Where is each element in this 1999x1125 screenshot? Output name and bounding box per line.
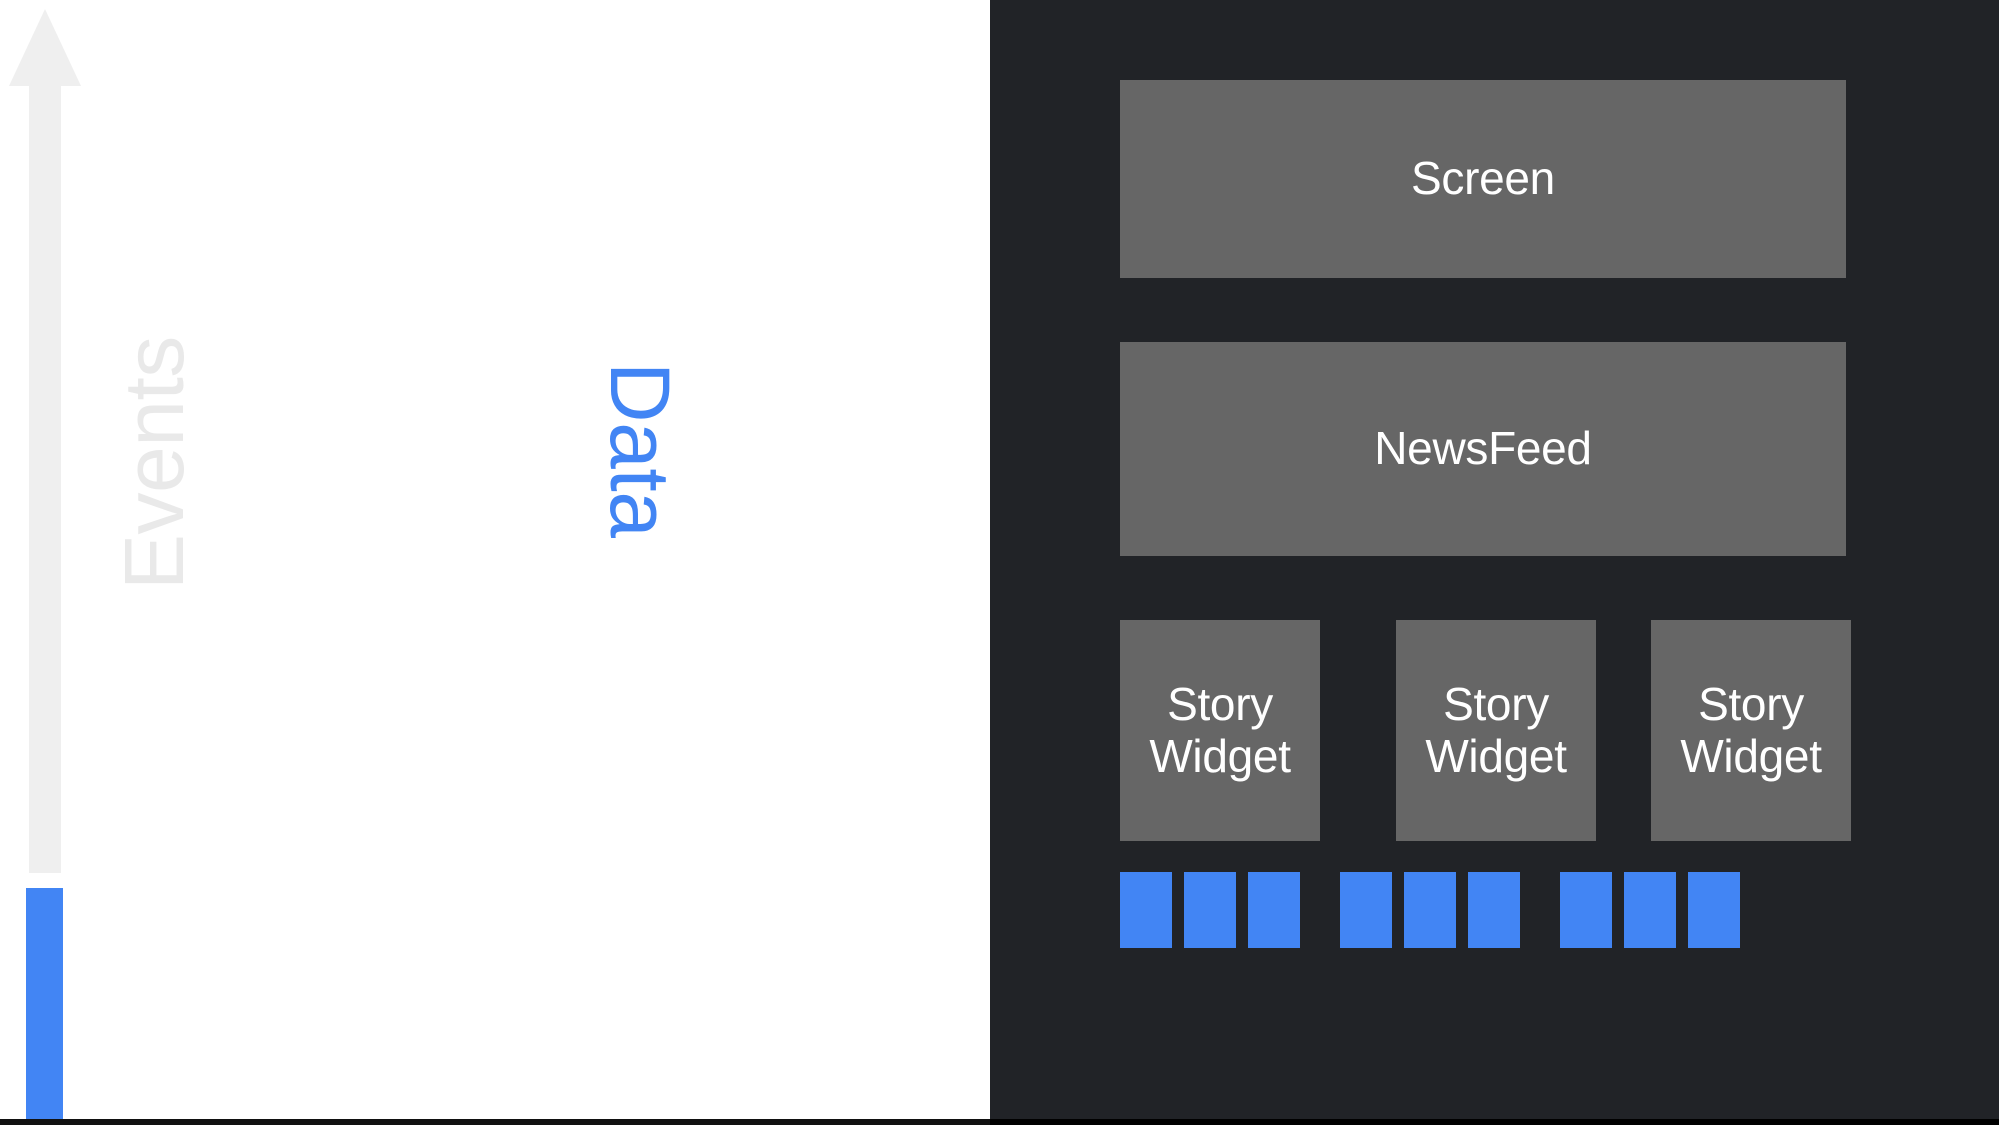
- story-bar: [1184, 872, 1236, 948]
- story-widget-bar-group: [1340, 872, 1520, 948]
- story-widget-bar-group: [1120, 872, 1300, 948]
- events-label: Events: [107, 336, 201, 590]
- story-bar: [1120, 872, 1172, 948]
- story-bar: [1624, 872, 1676, 948]
- events-arrow-icon: [9, 9, 81, 873]
- story-widget-label: Story Widget: [1149, 677, 1291, 782]
- left-panel: Events Data: [0, 0, 990, 1125]
- screen-box: Screen: [1120, 80, 1846, 278]
- newsfeed-box: NewsFeed: [1120, 342, 1846, 556]
- story-widget-label: Story Widget: [1425, 677, 1567, 782]
- story-widget-label: Story Widget: [1680, 677, 1822, 782]
- story-widget-bar-group: [1560, 872, 1740, 948]
- data-arrow: [0, 880, 92, 1125]
- data-label: Data: [593, 362, 687, 538]
- story-bar: [1404, 872, 1456, 948]
- story-widget-box: Story Widget: [1651, 620, 1851, 841]
- right-panel-bottom-edge: [990, 1119, 1999, 1125]
- story-widget-box: Story Widget: [1120, 620, 1320, 841]
- story-bar: [1688, 872, 1740, 948]
- data-arrow-icon: [26, 888, 63, 1125]
- story-bar: [1248, 872, 1300, 948]
- story-bar: [1340, 872, 1392, 948]
- right-panel: Screen NewsFeed Story Widget Story Widge…: [990, 0, 1999, 1125]
- story-bar: [1468, 872, 1520, 948]
- story-widget-box: Story Widget: [1396, 620, 1596, 841]
- events-arrow: [0, 0, 90, 880]
- story-bar: [1560, 872, 1612, 948]
- left-panel-bottom-edge: [0, 1119, 990, 1125]
